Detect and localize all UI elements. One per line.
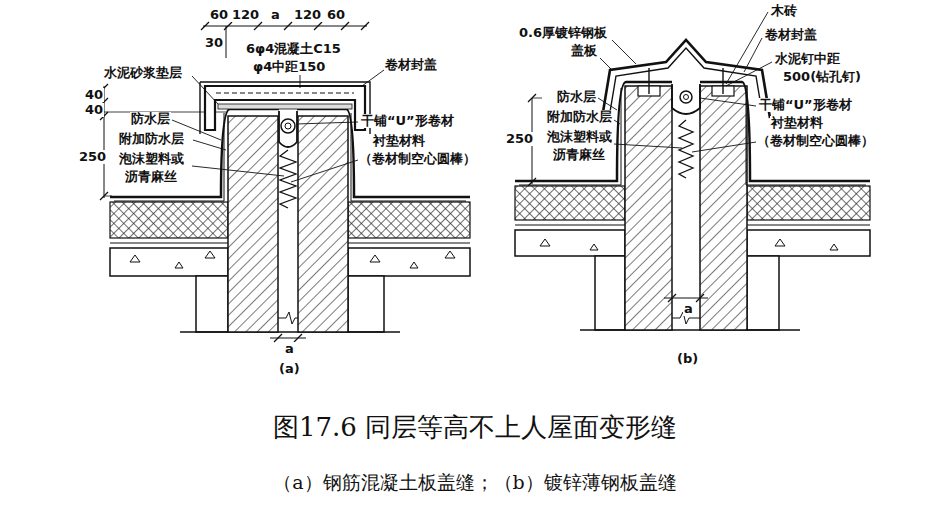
part-label: 附加防水层 xyxy=(118,132,185,146)
part-label: 0.6厚镀锌钢板 xyxy=(518,26,608,40)
part-label: 附加防水层 xyxy=(546,110,613,124)
part-label: 40 xyxy=(84,103,104,117)
part-label: a xyxy=(683,302,694,316)
part-label: (a) xyxy=(278,362,301,376)
part-label: 干铺“U”形卷材 xyxy=(360,114,455,128)
figure-title: 图17.6 同层等高不上人屋面变形缝 xyxy=(0,410,950,445)
part-label: 30 xyxy=(204,36,224,50)
part-label: 卷材封盖 xyxy=(764,28,818,42)
part-label: 泡沫塑料或 xyxy=(118,152,185,166)
part-label: a xyxy=(284,342,295,356)
part-label: （卷材制空心圆棒） xyxy=(756,134,875,148)
part-label: （卷材制空心圆棒） xyxy=(358,152,477,166)
part-label: 衬垫材料 xyxy=(372,134,426,148)
part-label: 水泥钉中距 xyxy=(774,52,841,66)
part-label: 水泥砂浆垫层 xyxy=(103,66,183,80)
part-label: 卷材封盖 xyxy=(384,58,438,72)
part-label: 沥青麻丝 xyxy=(552,148,606,162)
part-label: 干铺“U”形卷材 xyxy=(758,98,853,112)
part-label: φ4中距150 xyxy=(252,60,326,74)
part-label: 盖板 xyxy=(570,44,598,58)
part-label: 沥青麻丝 xyxy=(124,170,178,184)
part-label: 60 xyxy=(209,8,229,22)
part-label: a xyxy=(270,8,281,22)
part-label: 120 xyxy=(293,8,322,22)
figure-caption: （a）钢筋混凝土板盖缝；（b）镀锌薄钢板盖缝 xyxy=(0,470,950,496)
part-label: 250 xyxy=(78,150,107,164)
part-label: 木砖 xyxy=(770,4,798,18)
part-label: 防水层 xyxy=(130,112,171,126)
part-label: 250 xyxy=(505,132,534,146)
figure-b xyxy=(515,12,870,330)
part-label: 6φ4混凝土C15 xyxy=(245,42,342,56)
figure-a xyxy=(100,22,470,342)
part-label: 衬垫材料 xyxy=(770,116,824,130)
part-label: 60 xyxy=(326,8,346,22)
part-label: 泡沫塑料或 xyxy=(546,130,613,144)
part-label: 120 xyxy=(231,8,260,22)
part-label: 40 xyxy=(84,88,104,102)
part-label: 防水层 xyxy=(556,90,597,104)
part-label: 500(钻孔钉) xyxy=(782,70,862,84)
part-label: (b) xyxy=(676,352,699,366)
